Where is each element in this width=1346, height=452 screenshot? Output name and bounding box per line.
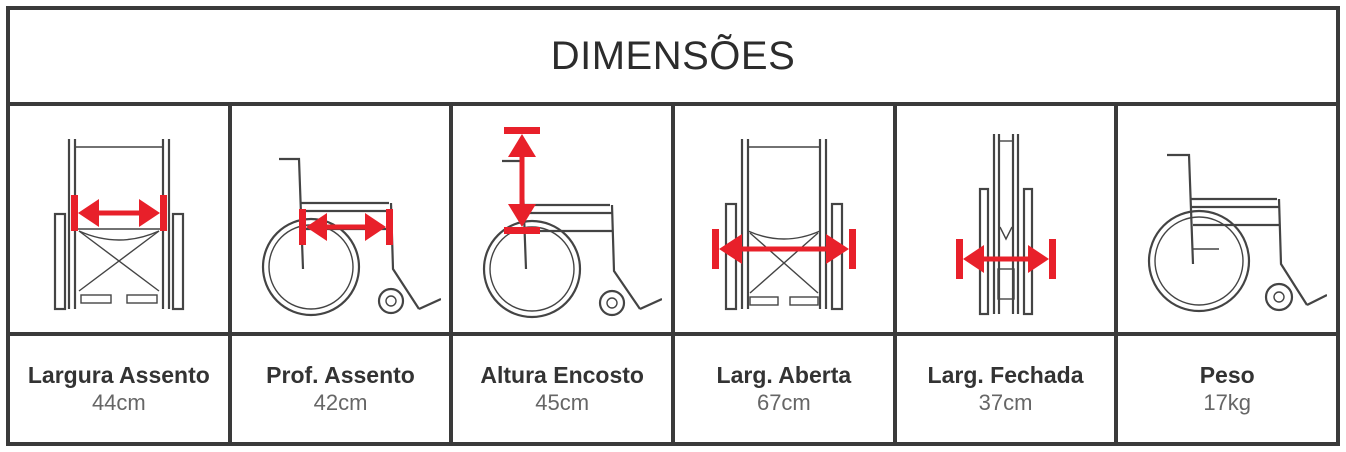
wheelchair-side-backrest-height-icon (483, 127, 663, 319)
dimension-cells: Largura Assento 44cm (10, 106, 1337, 442)
dimension-value: 44cm (91, 390, 146, 415)
dimension-cell-weight: Peso 17kg (1118, 106, 1337, 442)
dimension-value: 42cm (313, 390, 368, 415)
dimension-cell-backrest-height: Altura Encosto 45cm (453, 106, 676, 442)
dimension-label: Altura Encosto (480, 362, 644, 388)
wheelchair-front-seat-width-icon (53, 139, 184, 311)
dimension-cell-open-width: Larg. Aberta 67cm (675, 106, 897, 442)
dimension-label: Prof. Assento (266, 362, 415, 388)
dimension-label: Larg. Fechada (927, 362, 1084, 388)
table-title: DIMENSÕES (550, 33, 796, 78)
dimensions-table: DIMENSÕES Larg (6, 6, 1340, 446)
dimension-value: 37cm (978, 390, 1033, 415)
dimension-cell-folded-width: Larg. Fechada 37cm (896, 106, 1119, 442)
dimension-value: 17kg (1203, 390, 1252, 415)
wheelchair-side-weight-icon (1148, 153, 1328, 313)
dimension-cell-seat-depth: Prof. Assento 42cm (231, 106, 454, 442)
wheelchair-front-open-width-icon (711, 139, 856, 311)
dimension-value: 67cm (756, 390, 811, 415)
dimension-cell-seat-width: Largura Assento 44cm (10, 106, 232, 442)
dimension-value: 45cm (535, 390, 590, 415)
dimension-label: Largura Assento (27, 362, 210, 388)
title-row: DIMENSÕES (10, 10, 1336, 106)
wheelchair-folded-width-icon (955, 134, 1056, 316)
dimension-label: Peso (1199, 362, 1255, 388)
wheelchair-side-seat-depth-icon (261, 157, 441, 317)
dimension-label: Larg. Aberta (716, 362, 852, 388)
